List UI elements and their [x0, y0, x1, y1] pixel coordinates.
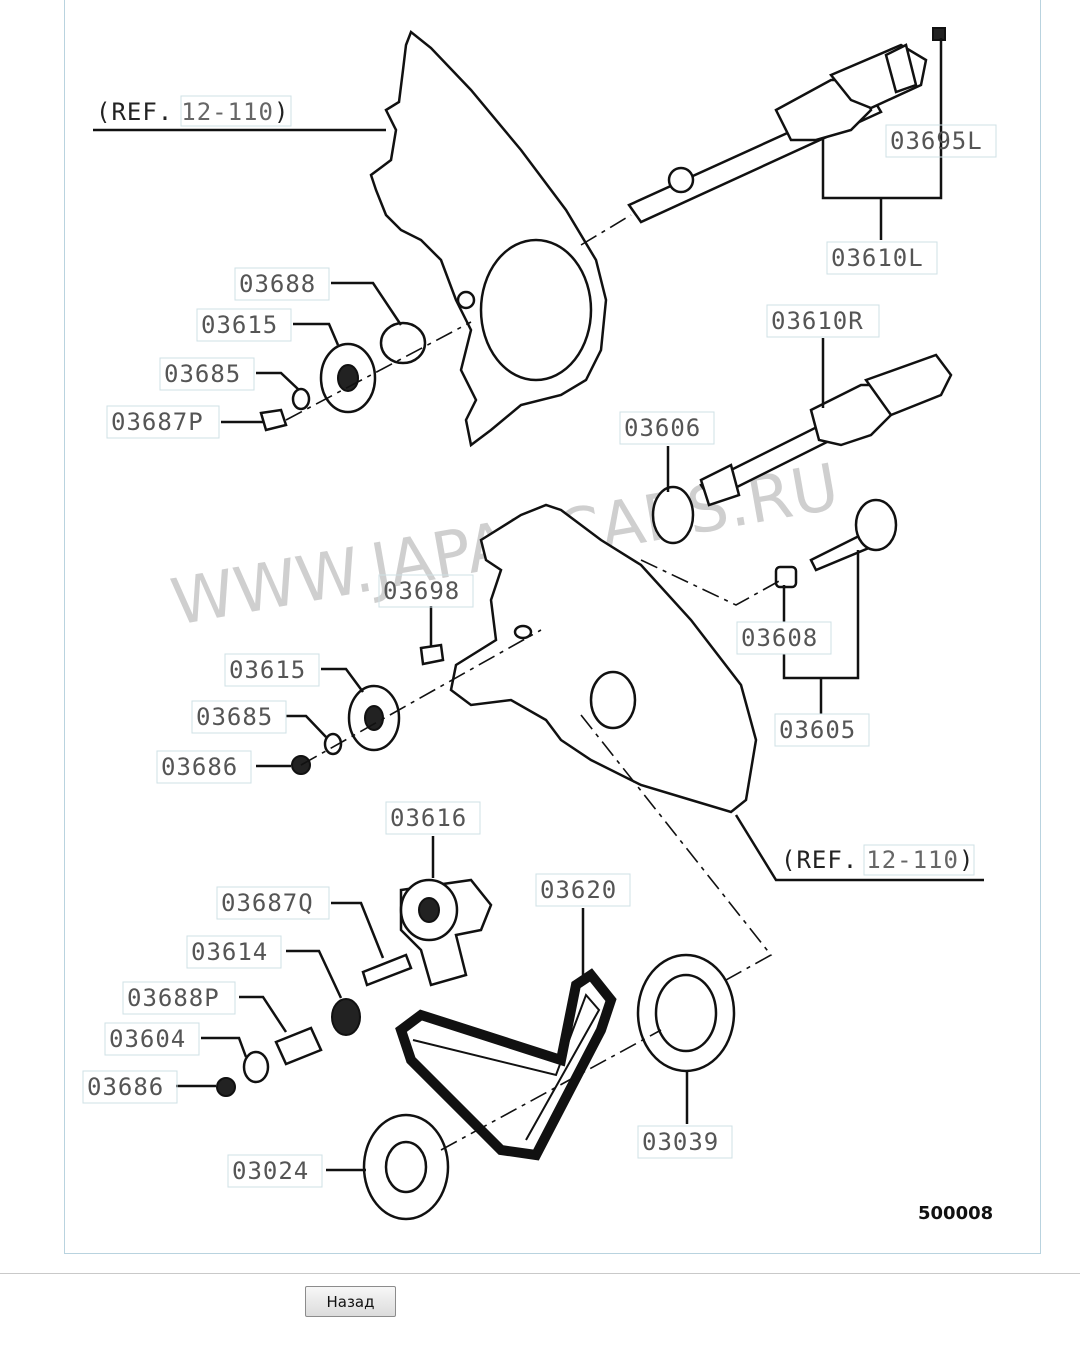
bolt-03698 [419, 643, 445, 666]
centerline-upper-pulley [285, 321, 472, 421]
part-label-03686-upper[interactable]: 03686 [156, 750, 252, 784]
lower-housing [449, 503, 758, 814]
ref-link-lower[interactable] [863, 844, 975, 876]
centerline-bottom [440, 1029, 662, 1151]
housing-bore-lower [589, 670, 637, 730]
upper-housing [369, 29, 608, 448]
shaft-assembly-right [699, 353, 953, 507]
centerline-gear [640, 559, 782, 606]
centerline-left-shaft [580, 214, 632, 246]
svg-text:03688: 03688 [239, 270, 316, 298]
svg-text:03685: 03685 [164, 360, 241, 388]
leader-lines [93, 38, 984, 1172]
svg-text:03698: 03698 [383, 577, 460, 605]
ref-label-upper: (REF.12-110) [96, 98, 289, 126]
part-label-03039[interactable]: 03039 [637, 1125, 733, 1159]
part-label-03024[interactable]: 03024 [227, 1154, 323, 1188]
svg-text:03604: 03604 [109, 1025, 186, 1053]
bolt-03695L [932, 27, 946, 41]
svg-text:03686: 03686 [87, 1073, 164, 1101]
svg-text:03614: 03614 [191, 938, 268, 966]
gear-03605 [854, 498, 898, 552]
part-label-03685-lower[interactable]: 03685 [191, 700, 287, 734]
ref-number-lower: 12-110 [866, 846, 959, 874]
diagram-frame: WWW.JAPANCARS.RU 12-02-2022 [64, 0, 1041, 1254]
svg-text:03620: 03620 [540, 876, 617, 904]
part-label-03605[interactable]: 03605 [774, 713, 870, 747]
part-label-03615-lower[interactable]: 03615 [224, 653, 320, 687]
part-label-03606[interactable]: 03606 [619, 411, 715, 445]
svg-text:03615: 03615 [229, 656, 306, 684]
svg-text:03024: 03024 [232, 1157, 309, 1185]
footer-divider [0, 1273, 1080, 1274]
part-label-03610R[interactable]: 03610R [766, 304, 880, 338]
part-label-03620[interactable]: 03620 [535, 873, 631, 907]
timing-belt-03620 [395, 968, 617, 1161]
svg-text:03687P: 03687P [111, 408, 204, 436]
bolt-03687P [259, 408, 288, 432]
centerline-lower-pulley [300, 629, 542, 766]
part-label-03686-lower[interactable]: 03686 [82, 1070, 178, 1104]
diagram-code: 500008 [918, 1203, 993, 1224]
part-label-03615-upper[interactable]: 03615 [196, 308, 292, 342]
washer-03604 [242, 1050, 270, 1084]
washer-03685-upper [291, 387, 311, 411]
part-label-03688[interactable]: 03688 [234, 267, 330, 301]
part-label-03604[interactable]: 03604 [104, 1022, 200, 1056]
part-label-03698[interactable]: 03698 [378, 574, 474, 608]
ref-label-lower: (REF.12-110) [781, 846, 974, 874]
gear-03606 [651, 485, 695, 545]
part-label-03616[interactable]: 03616 [385, 801, 481, 835]
bushing-03688 [379, 321, 427, 365]
svg-text:03616: 03616 [390, 804, 467, 832]
part-label-03610L[interactable]: 03610L [826, 241, 938, 275]
back-button[interactable]: Назад [305, 1286, 396, 1317]
spring-03614 [331, 998, 361, 1036]
part-label-03687P[interactable]: 03687P [106, 405, 220, 439]
nut-03686-lower [216, 1077, 236, 1097]
bolt-03687Q [361, 953, 413, 987]
part-label-03695L[interactable]: 03695L [885, 124, 997, 158]
part-label-03608[interactable]: 03608 [736, 621, 832, 655]
part-label-03688P[interactable]: 03688P [122, 981, 236, 1015]
parts-diagram: WWW.JAPANCARS.RU 12-02-2022 [82, 27, 997, 1224]
part-label-03687Q[interactable]: 03687Q [216, 886, 330, 920]
svg-text:03606: 03606 [624, 414, 701, 442]
svg-text:03610R: 03610R [771, 307, 864, 335]
svg-text:03605: 03605 [779, 716, 856, 744]
svg-text:03685: 03685 [196, 703, 273, 731]
part-label-03614[interactable]: 03614 [186, 935, 282, 969]
svg-text:03615: 03615 [201, 311, 278, 339]
bushing-03688P [274, 1026, 323, 1066]
housing-hole [456, 290, 476, 310]
bushing-03608 [774, 565, 798, 589]
svg-text:03688P: 03688P [127, 984, 220, 1012]
part-label-03685-upper[interactable]: 03685 [159, 357, 255, 391]
svg-text:03610L: 03610L [831, 244, 924, 272]
housing-hole-lower [513, 624, 533, 640]
svg-text:03608: 03608 [741, 624, 818, 652]
ref-number-upper: 12-110 [181, 98, 274, 126]
svg-text:03686: 03686 [161, 753, 238, 781]
svg-text:03687Q: 03687Q [221, 889, 314, 917]
shaft-assembly-left [627, 43, 928, 224]
ref-link-upper[interactable] [180, 95, 292, 127]
svg-text:03695L: 03695L [890, 127, 983, 155]
washer-03685-lower [323, 732, 343, 756]
svg-text:03039: 03039 [642, 1128, 719, 1156]
housing-bore-upper [479, 238, 593, 382]
